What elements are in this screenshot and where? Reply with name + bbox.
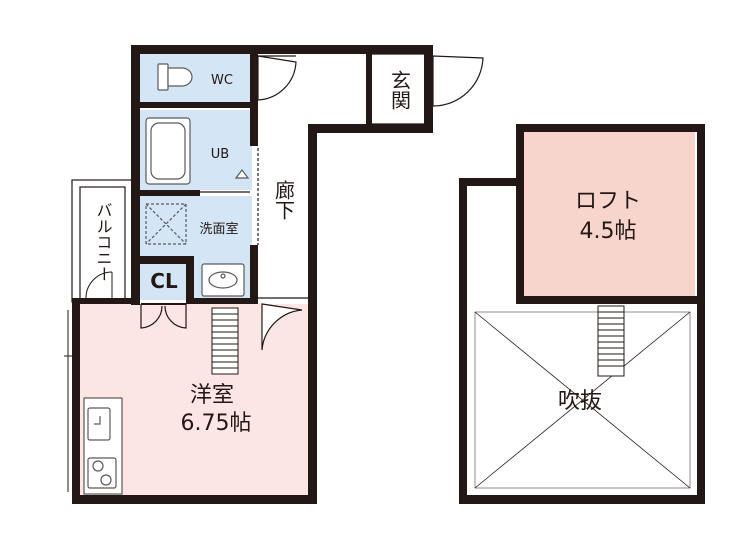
label-entrance: 玄関 <box>388 70 412 110</box>
wc-floor <box>140 52 252 103</box>
label-western-room-size: 6.75帖 <box>181 411 252 436</box>
label-balcony: バルコニー <box>94 202 113 282</box>
label-loft-size: 4.5帖 <box>580 219 637 244</box>
label-closet: CL <box>150 269 178 293</box>
label-washroom: 洗面室 <box>199 221 238 237</box>
toilet-icon <box>157 63 193 91</box>
label-wc: WC <box>211 73 233 88</box>
bathtub-icon <box>145 117 191 185</box>
room-door <box>261 303 303 351</box>
loft-floor <box>524 130 695 298</box>
doors <box>140 55 484 351</box>
fixtures <box>83 63 250 495</box>
label-western-room-name: 洋室 <box>190 383 234 408</box>
closet-door-left <box>140 304 163 329</box>
ub-drain-icon <box>234 169 250 179</box>
ladder-loft <box>597 305 625 377</box>
atrium-cross <box>474 311 691 489</box>
label-ub: UB <box>211 147 229 162</box>
label-corridor: 廊下 <box>272 180 296 220</box>
room-labels: WC UB 洗面室 玄関 廊下 バルコニー CL 洋室 6.75帖 ロフト 4.… <box>94 70 642 436</box>
entrance-door <box>432 55 484 107</box>
label-atrium: 吹抜 <box>558 389 602 414</box>
partitions <box>200 53 424 299</box>
ladder-main <box>211 307 239 375</box>
washer-space-icon <box>145 203 187 245</box>
label-loft-name: ロフト <box>575 189 641 214</box>
closet-door-right <box>164 304 187 329</box>
wc-door <box>257 55 297 101</box>
loft-walls <box>459 124 705 504</box>
kitchen-counter <box>83 397 123 495</box>
washbasin-icon <box>201 263 245 297</box>
window-west <box>64 310 80 492</box>
